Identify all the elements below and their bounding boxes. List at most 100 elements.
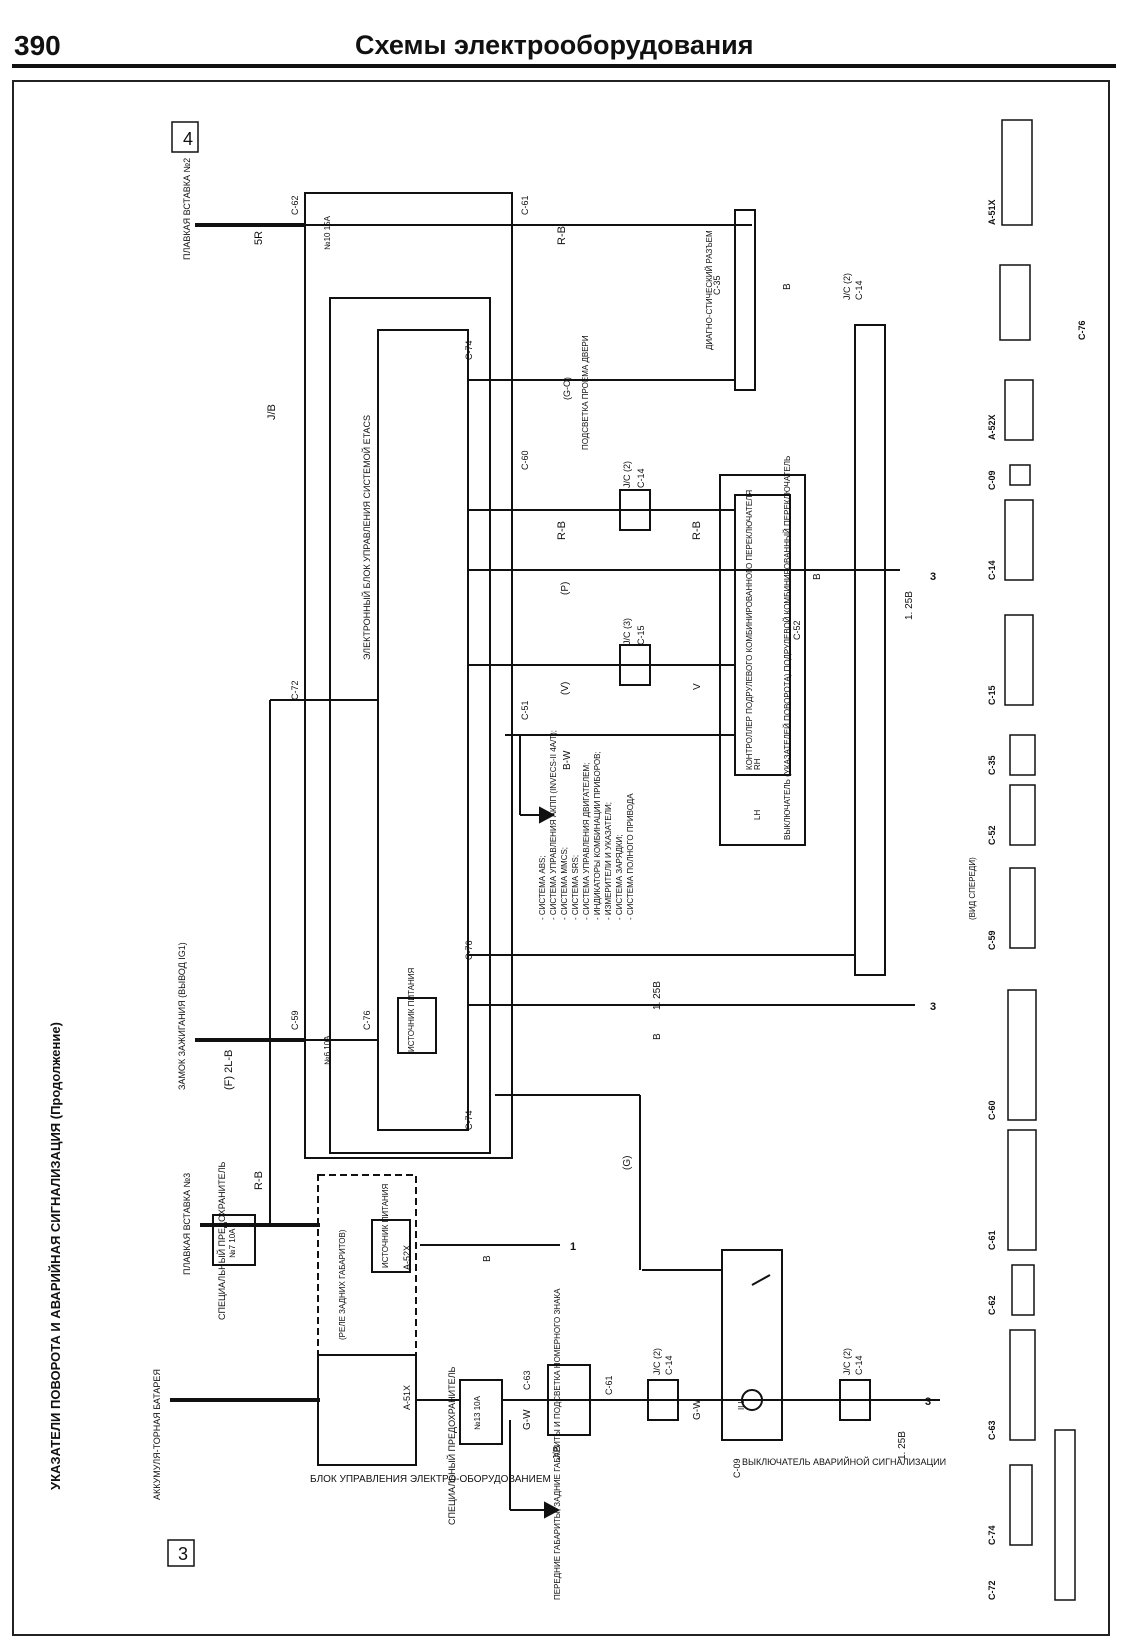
turn-switch-label: ВЫКЛЮЧАТЕЛЬ (УКАЗАТЕЛЕЙ ПОВОРОТА) ПОДРУЛ…	[783, 456, 792, 840]
wire-rb-left: R-B	[253, 1171, 265, 1190]
section-title: УКАЗАТЕЛИ ПОВОРОТА И АВАРИЙНАЯ СИГНАЛИЗА…	[48, 1022, 63, 1490]
left-part	[170, 805, 940, 1519]
legend-connector-label: C-62	[987, 1295, 997, 1315]
legend-c15-face	[1007, 989, 1037, 1121]
diagram-frame	[12, 80, 1110, 1636]
wire-gw-left: G-W	[522, 1409, 533, 1430]
etacs-power-supply-box	[397, 997, 437, 1054]
page-marker-right-box	[171, 121, 199, 153]
wire-g-label: (G)	[622, 1156, 633, 1170]
jc2-label-left: J/C (2)	[652, 1348, 662, 1375]
relay-label: (РЕЛЕ ЗАДНИХ ГАБАРИТОВ)	[338, 1229, 347, 1340]
system-item: - СИСТЕМА MMCS;	[560, 847, 569, 920]
jc2-box-top	[619, 489, 651, 531]
a52x-label: A-52X	[402, 1245, 412, 1270]
lights-note: ПЕРЕДНИЕ ГАБАРИТЫ, ЗАДНИЕ ГАБАРИТЫ И ПОД…	[553, 1288, 562, 1600]
door-light-label: ПОДСВЕТКА ПРОЕМА ДВЕРИ	[581, 335, 590, 450]
c61-label-left: C-61	[604, 1375, 614, 1395]
legend-c61-face	[1004, 499, 1034, 581]
go-label: (G-O)	[562, 377, 572, 400]
etacs-frame	[329, 297, 491, 1154]
rotated-labels: УКАЗАТЕЛИ ПОВОРОТА И АВАРИЙНАЯ СИГНАЛИЗА…	[48, 121, 977, 1600]
legend-connector-label: C-61	[987, 1230, 997, 1250]
c72-label: C-72	[290, 680, 300, 700]
legend-c72-face	[999, 264, 1031, 341]
wire-rb-top: R-B	[556, 226, 568, 245]
jc3-box	[619, 644, 651, 686]
legend-c52-face	[1009, 784, 1036, 846]
c61-label: C-61	[520, 195, 530, 215]
c62-label: C-62	[290, 195, 300, 215]
etacs-label: ЭЛЕКТРОННЫЙ БЛОК УПРАВЛЕНИЯ СИСТЕМОЙ ETA…	[361, 415, 372, 660]
legend-connector-label: C-35	[987, 755, 997, 775]
page-marker-left: 3	[178, 1544, 188, 1564]
wire-125b-left: 1. 25B	[897, 1431, 908, 1460]
rh-label: RH	[753, 758, 762, 770]
legend-connector-label: C-76	[1077, 320, 1087, 340]
legend-connector-label: C-14	[987, 560, 997, 580]
jb-box-left	[547, 1364, 591, 1436]
fuse13-box	[459, 1379, 503, 1445]
c74-label: C-74	[464, 340, 474, 360]
ground-3-right: 3	[930, 571, 936, 583]
legend-connector-label: C-15	[987, 685, 997, 705]
legend-connector-label: C-59	[987, 930, 997, 950]
ill-label: ILL	[737, 1398, 746, 1410]
ground-1-label: 1	[570, 1241, 576, 1253]
wire-v-label: V	[692, 683, 703, 690]
jc2-label-door: J/C (2)	[622, 461, 632, 488]
system-item: - ИНДИКАТОРЫ КОМБИНАЦИИ ПРИБОРОВ;	[593, 751, 602, 920]
c51-label: C-51	[520, 700, 530, 720]
legend-c35-face	[1009, 867, 1036, 949]
system-item: - ИЗМЕРИТЕЛИ И УКАЗАТЕЛИ;	[604, 802, 613, 920]
legend-c62-face	[1009, 464, 1031, 486]
connector-legend	[999, 119, 1076, 1601]
hazard-switch-label: ВЫКЛЮЧАТЕЛЬ АВАРИЙНОЙ СИГНАЛИЗАЦИИ	[742, 1456, 946, 1467]
ground-3-left: 3	[925, 1396, 931, 1408]
wire-125b-right: 1. 25B	[904, 591, 915, 620]
wire-rb-mid2: R-B	[691, 521, 703, 540]
fusible-link-3-label: ПЛАВКАЯ ВСТАВКА №3	[182, 1173, 192, 1275]
c52-label: C-52	[792, 620, 802, 640]
wire-5r: 5R	[253, 231, 265, 245]
wire-b-left: B	[482, 1255, 493, 1262]
battery-label: АККУМУЛЯ-ТОРНАЯ БАТАРЕЯ	[152, 1369, 162, 1500]
c14-label-top: C-14	[854, 280, 864, 300]
fuse13-label: №13 10A	[473, 1395, 482, 1430]
legend-c76-face	[1054, 1429, 1076, 1601]
jc2-label-right: J/C (2)	[842, 1348, 852, 1375]
system-item: - СИСТЕМА ПОЛНОГО ПРИВОДА	[626, 793, 635, 920]
c59-label: C-59	[290, 1010, 300, 1030]
legend-connector-label: A-51X	[987, 199, 997, 225]
wire-gw-left-2: G-W	[692, 1399, 703, 1420]
legend-labels: A-51X C-76A-52X C-09C-14C-15C-35C-52C-59C-…	[987, 199, 1087, 1600]
bcu-box	[317, 1174, 417, 1466]
c14-label-right: C-14	[854, 1355, 864, 1375]
legend-connector-label: A-52X	[987, 414, 997, 440]
lh-label: LH	[753, 810, 762, 820]
p-label: (P)	[560, 582, 571, 595]
bcu-label: БЛОК УПРАВЛЕНИЯ ЭЛЕКТРО-ОБОРУДОВАНИЕМ	[310, 1474, 551, 1485]
bcu-relay-box	[317, 1354, 417, 1466]
legend-c14-face	[1007, 1129, 1037, 1251]
legend-connector-label: C-52	[987, 825, 997, 845]
jb-label-right: J/B	[266, 404, 278, 420]
jc2-box-left	[647, 1379, 679, 1421]
legend-connector-label: C-60	[987, 1100, 997, 1120]
page-marker-left-box	[167, 1539, 195, 1567]
fuse7-box	[212, 1214, 256, 1266]
fuse6-label: №6 10A	[323, 1035, 332, 1065]
right-part	[195, 192, 915, 1159]
c76-label-2: C-76	[464, 940, 474, 960]
fuse7-label: №7 10A	[228, 1228, 237, 1258]
legend-a51x-face	[1009, 1464, 1033, 1546]
jb-outer-box	[304, 192, 513, 1159]
legend-connector-label: C-72	[987, 1580, 997, 1600]
jc2-label-top: J/C (2)	[842, 273, 852, 300]
diag-connector-label: ДИАГНО-СТИЧЕСКИЙ РАЗЪЕМ	[705, 230, 714, 350]
hazard-switch-contact	[751, 1274, 771, 1286]
legend-connector-label: C-09	[987, 470, 997, 490]
column-switch-box	[719, 474, 806, 846]
legend-c63-face	[1004, 379, 1034, 441]
